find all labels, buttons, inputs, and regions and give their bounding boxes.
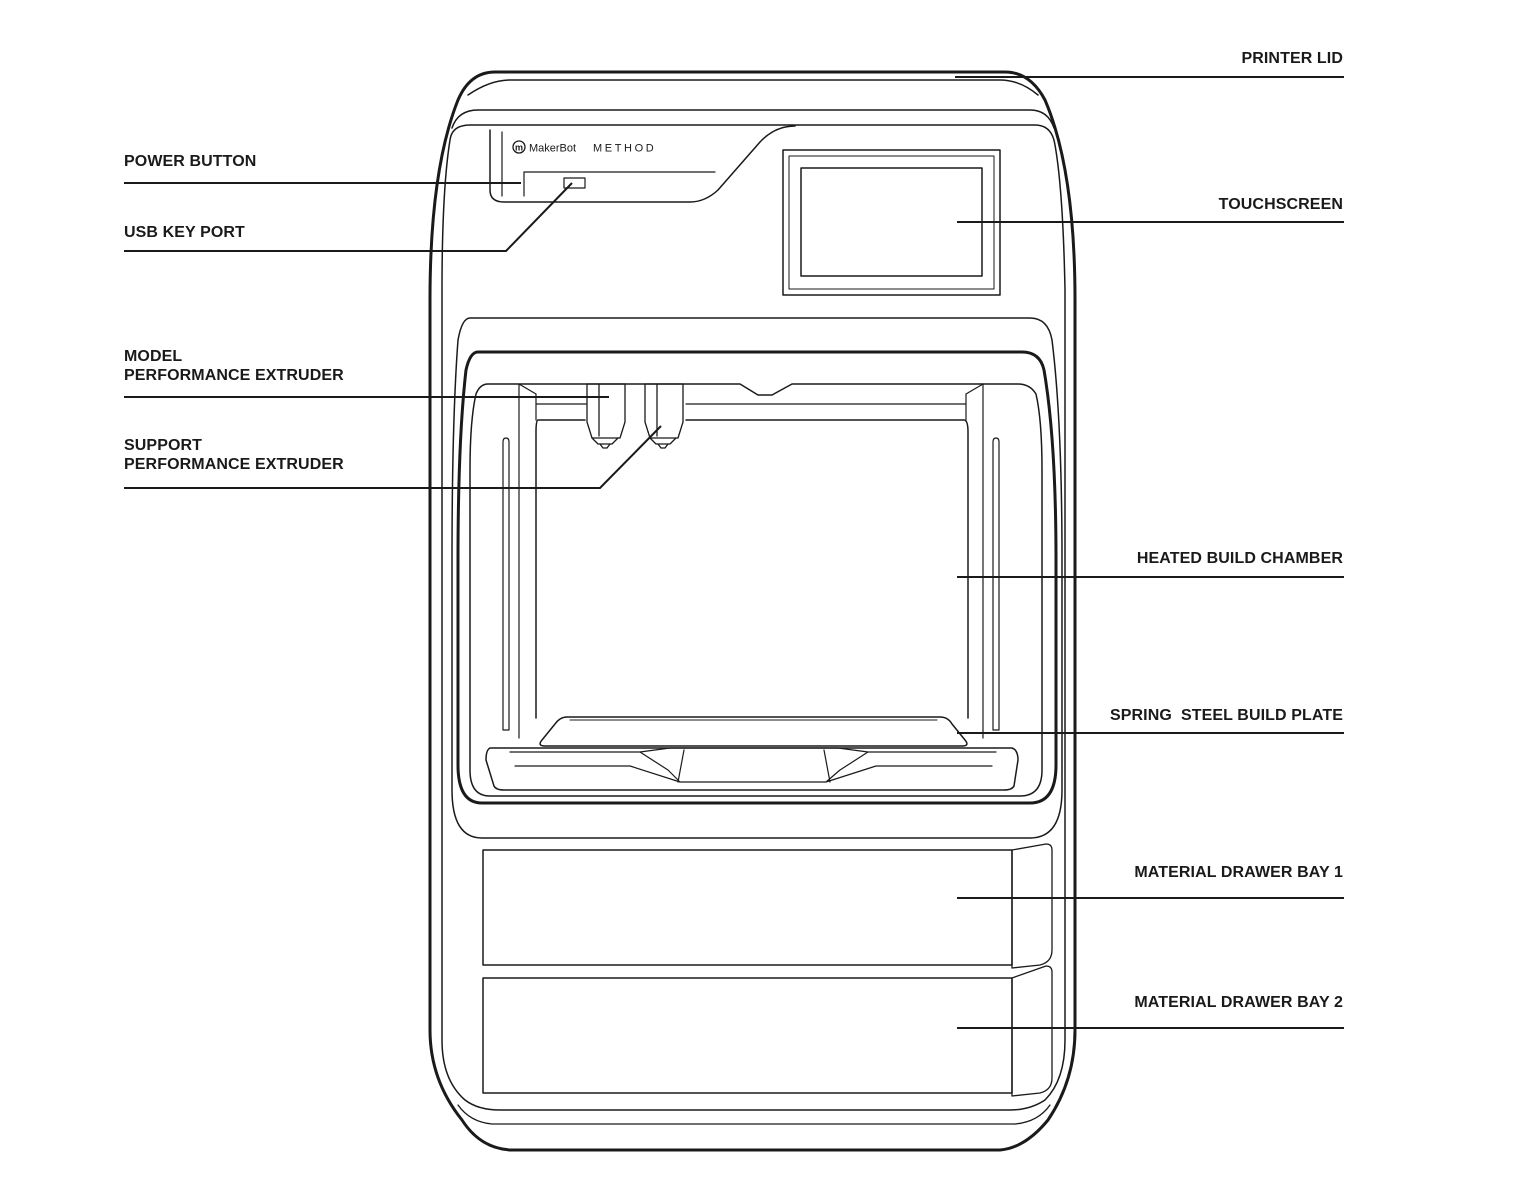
label-heated-build-chamber: HEATED BUILD CHAMBER [1136,550,1343,567]
chamber-door [456,350,1058,805]
chamber-surround [451,317,1063,839]
drawer-bay-2-side [1011,965,1053,1097]
brand-maker: MakerBot [529,143,576,155]
touchscreen-screen [800,167,983,277]
front-face-contour [441,124,1066,1111]
label-usb-key-port: USB KEY PORT [124,224,245,241]
logo-mark: m [515,143,523,153]
leader-usb-key-port [124,182,573,252]
logo-mark-icon [512,140,526,154]
left-slot [502,437,510,731]
control-panel [489,125,796,203]
label-support-extruder: SUPPORT PERFORMANCE EXTRUDER [124,437,344,473]
build-platform [485,747,1019,791]
label-model-extruder: MODEL PERFORMANCE EXTRUDER [124,348,344,384]
heated-build-chamber [535,419,969,719]
model-extruder [586,383,626,449]
leader-support-extruder [124,425,662,489]
lid-lower-edge [451,109,1055,129]
brand-model: METHOD [593,143,656,155]
material-drawer-bay-2 [482,977,1013,1094]
drawer-bay-1-side [1011,843,1053,969]
control-panel-inner [501,131,716,197]
label-drawer-bay-2: MATERIAL DRAWER BAY 2 [1134,994,1343,1011]
label-touchscreen: TOUCHSCREEN [1218,196,1343,213]
printer-body-outline [428,70,1077,1152]
chamber-door-inner [469,383,1043,797]
support-extruder [644,383,684,449]
makerbot-logo: m MakerBot METHOD [512,140,656,155]
label-printer-lid: PRINTER LID [1241,50,1343,67]
right-side-rail [965,383,984,739]
printer-lid [467,79,1039,96]
label-build-plate: SPRING STEEL BUILD PLATE [1109,707,1343,724]
material-drawer-bay-1 [482,849,1013,966]
spring-steel-build-plate [539,716,968,747]
base-line [457,1104,1051,1125]
build-platform-face [509,747,997,783]
usb-key-port [563,177,586,189]
label-power-button: POWER BUTTON [124,153,257,170]
label-drawer-bay-1: MATERIAL DRAWER BAY 1 [1134,864,1343,881]
right-slot [992,437,1000,731]
left-side-rail [518,383,537,739]
